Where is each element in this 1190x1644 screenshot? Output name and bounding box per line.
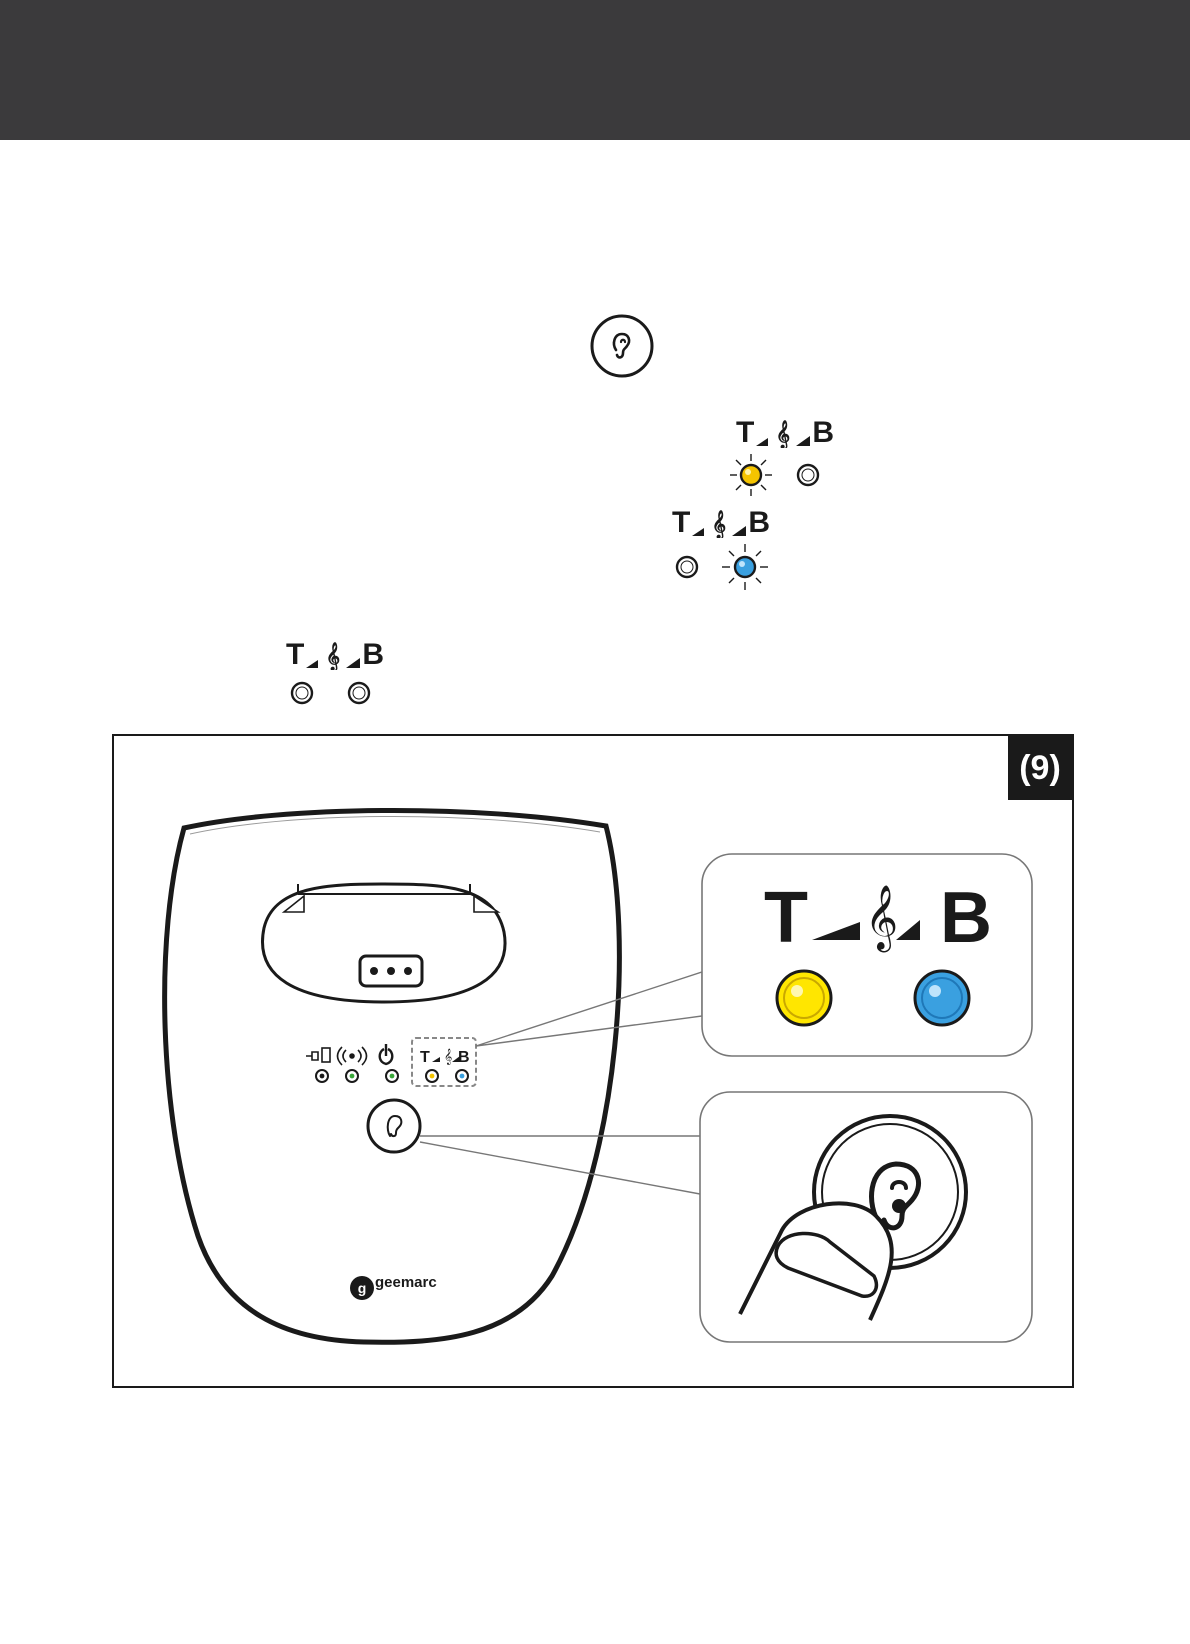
- svg-text:𝄞: 𝄞: [326, 642, 340, 670]
- tb-label-b: B: [812, 418, 834, 448]
- device-illustration: T 𝄞 B g geemarc T 𝄞 B: [114, 736, 1072, 1386]
- ear-button-icon: [590, 314, 654, 378]
- svg-text:g: g: [358, 1280, 367, 1296]
- led-pair-icon: [666, 542, 786, 592]
- led-pair-icon: [284, 676, 394, 710]
- zoom-label-t: T: [764, 878, 808, 958]
- tb-indicator-off: T 𝄞 B: [284, 640, 394, 710]
- device-label-b: B: [458, 1049, 470, 1066]
- device-label-t: T: [420, 1049, 430, 1066]
- treble-bass-wedge-icon: 𝄞: [304, 640, 362, 670]
- figure-9: (9) T 𝄞 B: [112, 734, 1074, 1388]
- tb-label-b: B: [362, 640, 384, 670]
- tb-label-t: T: [286, 640, 304, 670]
- svg-text:𝄞: 𝄞: [444, 1049, 452, 1065]
- tb-indicator-blue: T 𝄞 B: [666, 508, 786, 588]
- zoom-label-b: B: [940, 878, 992, 958]
- tb-label-b: B: [748, 508, 770, 538]
- brand-logo: geemarc: [375, 1274, 437, 1291]
- svg-text:𝄞: 𝄞: [865, 885, 898, 952]
- tb-label-t: T: [672, 508, 690, 538]
- led-pair-icon: [726, 452, 836, 498]
- tb-label-t: T: [736, 418, 754, 448]
- header-bar: [0, 0, 1190, 140]
- svg-text:𝄞: 𝄞: [712, 510, 726, 538]
- svg-text:𝄞: 𝄞: [776, 420, 790, 448]
- tb-indicator-yellow: T 𝄞 B: [726, 418, 836, 498]
- treble-bass-wedge-icon: 𝄞: [754, 418, 812, 448]
- treble-bass-wedge-icon: 𝄞: [690, 508, 748, 538]
